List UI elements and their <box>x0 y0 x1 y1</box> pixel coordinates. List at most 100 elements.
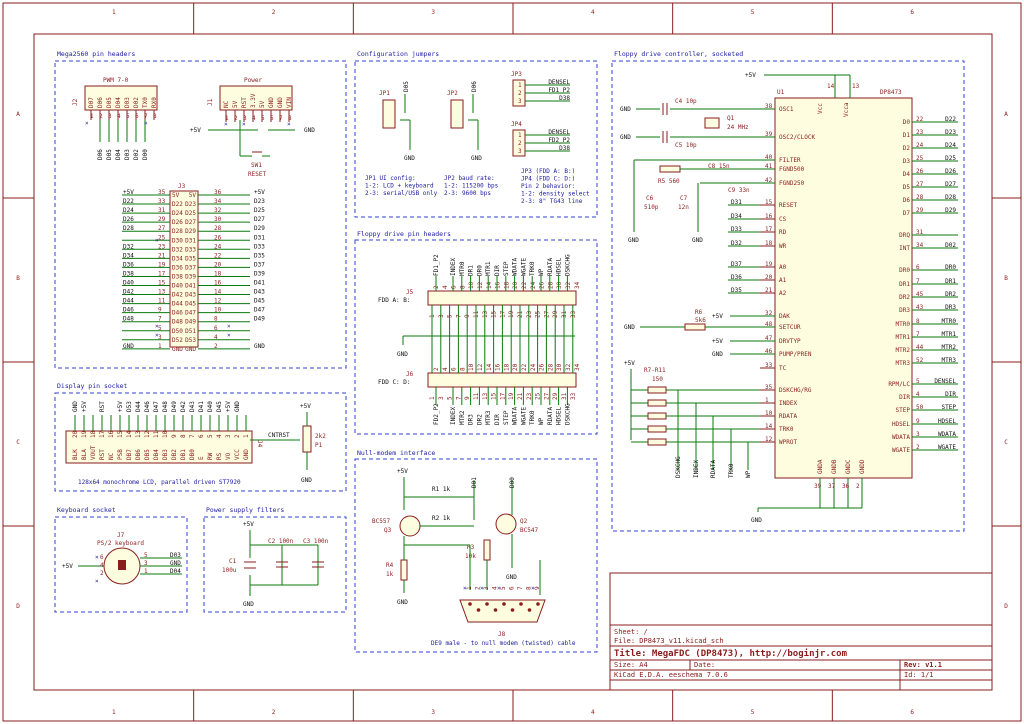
j3-left-net: D34 <box>123 252 134 259</box>
j3-left-pin-number: 27 <box>158 225 166 232</box>
pwm-header-ref: J2 <box>72 98 79 106</box>
j5-even-pin: 24 <box>530 281 537 289</box>
rn-value: 150 <box>652 376 663 383</box>
jp3-pin-number: 2 <box>518 90 522 97</box>
j3-right-pin-name: D31 <box>185 237 196 244</box>
jp4-pin-number: 1 <box>518 132 522 139</box>
de9-pin-number: 7 <box>517 586 524 590</box>
j3-left-pin-name: D22 <box>172 201 183 208</box>
j3-left-pin-name: D42 <box>172 292 183 299</box>
tb-file: File: DP8473_v11.kicad_sch <box>614 637 724 645</box>
j5-net-label: INDEX <box>450 258 457 276</box>
u1-left-net: D37 <box>731 261 742 268</box>
j3-right-pin-number: 32 <box>214 207 222 214</box>
group-keyboard-socket <box>54 516 188 613</box>
u1-right-pin-name: DR3 <box>899 307 910 314</box>
j4-body <box>65 430 253 464</box>
j3-right-pin-name: D29 <box>185 228 196 235</box>
c7-ref: C7 <box>680 195 688 202</box>
group-mega-headers <box>54 60 347 369</box>
j5-net-label: WDATA <box>512 258 519 276</box>
pwm-pin-number: 7 <box>144 113 148 120</box>
no-connect-mark: × <box>242 121 246 128</box>
u1-left-pin-number: 15 <box>765 199 773 206</box>
j4-net-label: +5V <box>81 401 88 412</box>
frame-col-label: 5 <box>751 9 755 16</box>
group-title-display: Display pin socket <box>57 382 128 390</box>
pwm-pin-name: D06 <box>97 97 104 108</box>
u1-right-net: D02 <box>945 242 956 249</box>
pwm-pin-number: 2 <box>99 113 103 120</box>
j6-even-pin: 4 <box>442 367 449 371</box>
j4-pin-name: RS <box>216 452 223 460</box>
pot-gnd: GND <box>301 477 312 484</box>
tb-sheet: Sheet: / <box>614 628 648 636</box>
u1-right-pin-number: 26 <box>916 168 924 175</box>
jp3-pin-number: 3 <box>518 98 522 105</box>
kb-pin-number: 3 <box>144 560 148 567</box>
j3-right-pin-name: D45 <box>185 301 196 308</box>
u1-right-net: D27 <box>945 181 956 188</box>
u1-left-pin-number: 14 <box>765 423 773 430</box>
power-pin-name: RST <box>241 97 248 108</box>
u1-left-pin-name: A0 <box>779 264 787 271</box>
u1-right-pin-number: 3 <box>916 431 920 438</box>
u1-right-net: MTR0 <box>942 318 957 325</box>
pump-gnd: GND <box>712 351 723 358</box>
pwm-header-title: PWM 7-0 <box>103 77 129 84</box>
u1-right-pin-number: 45 <box>916 291 924 298</box>
j4-pin-number: 8 <box>180 434 187 438</box>
j3-right-net: D39 <box>254 270 265 277</box>
j3-left-pin-name: D44 <box>172 301 183 308</box>
j6-even-pin: 28 <box>547 363 554 371</box>
gnd-mega: GND <box>304 127 315 134</box>
u1-right-pin-name: DRQ <box>899 232 910 239</box>
fdc-vplus: +5V <box>745 72 756 79</box>
filter-gnd-1: GND <box>628 237 639 244</box>
j8-ref: J8 <box>498 631 506 638</box>
tb-date: Date: <box>694 661 715 669</box>
j6-even-pin: 32 <box>565 363 572 371</box>
j3-right-pin-name: D39 <box>185 273 196 280</box>
group-display-socket <box>54 392 347 492</box>
no-connect-mark: × <box>227 323 231 330</box>
j4-net-label: RST <box>99 401 106 412</box>
power-header-j1: Power J1 NC15V2RST33.3V45V5GND6GND7VIN8×… <box>190 77 315 178</box>
q3-ref: Q3 <box>384 527 392 534</box>
pot-value: 2k2 <box>315 433 326 440</box>
kb-pin-left: 4 <box>100 562 104 569</box>
u1-left-pin-number: 38 <box>765 103 773 110</box>
frame-col-label: 2 <box>272 9 276 16</box>
j4-pin-number: 11 <box>153 430 160 438</box>
j3-left-pin-name: D36 <box>172 264 183 271</box>
u1-right-net: DR3 <box>945 304 956 311</box>
pullup-resistor <box>647 399 667 407</box>
r3-body <box>483 539 491 561</box>
u1-left-pin-name: DSKCHG/RG <box>779 387 812 394</box>
power-pin-name: 5V <box>259 100 266 108</box>
no-connect-mark: × <box>85 120 89 127</box>
jp3-net: D38 <box>559 95 570 102</box>
j3-left-net: D24 <box>123 207 134 214</box>
j5-net-label: RDATA <box>547 258 554 276</box>
u1-right-pin-name: MTR3 <box>896 360 911 367</box>
j3-right-pin-number: 22 <box>214 252 222 259</box>
j3-right-pin-number: 16 <box>214 280 222 287</box>
j3-right-net: D43 <box>254 289 265 296</box>
pullup-resistor <box>647 412 667 420</box>
nm-r2: R2 1k <box>432 515 450 522</box>
jp1-note-line: 1-2: LCD + keyboard <box>365 183 434 190</box>
j6-odd-pin: 17 <box>499 392 506 400</box>
de9-pin-number: 4 <box>492 586 499 590</box>
fdc-top-pin-14: 14 <box>827 83 835 90</box>
j6-net-label: RDATA <box>547 407 554 425</box>
c2-label: C2 100n <box>268 538 294 545</box>
frame-col-label: 6 <box>910 709 914 716</box>
u1-right-pin-name: STEP <box>896 407 911 414</box>
u1-right-pin-name: D4 <box>903 171 911 178</box>
u1-right-pin-name: HDSEL <box>892 421 910 428</box>
u1-bottom-pin-name: GNDB <box>831 459 838 474</box>
u1-left-pin-number: 1 <box>765 397 769 404</box>
